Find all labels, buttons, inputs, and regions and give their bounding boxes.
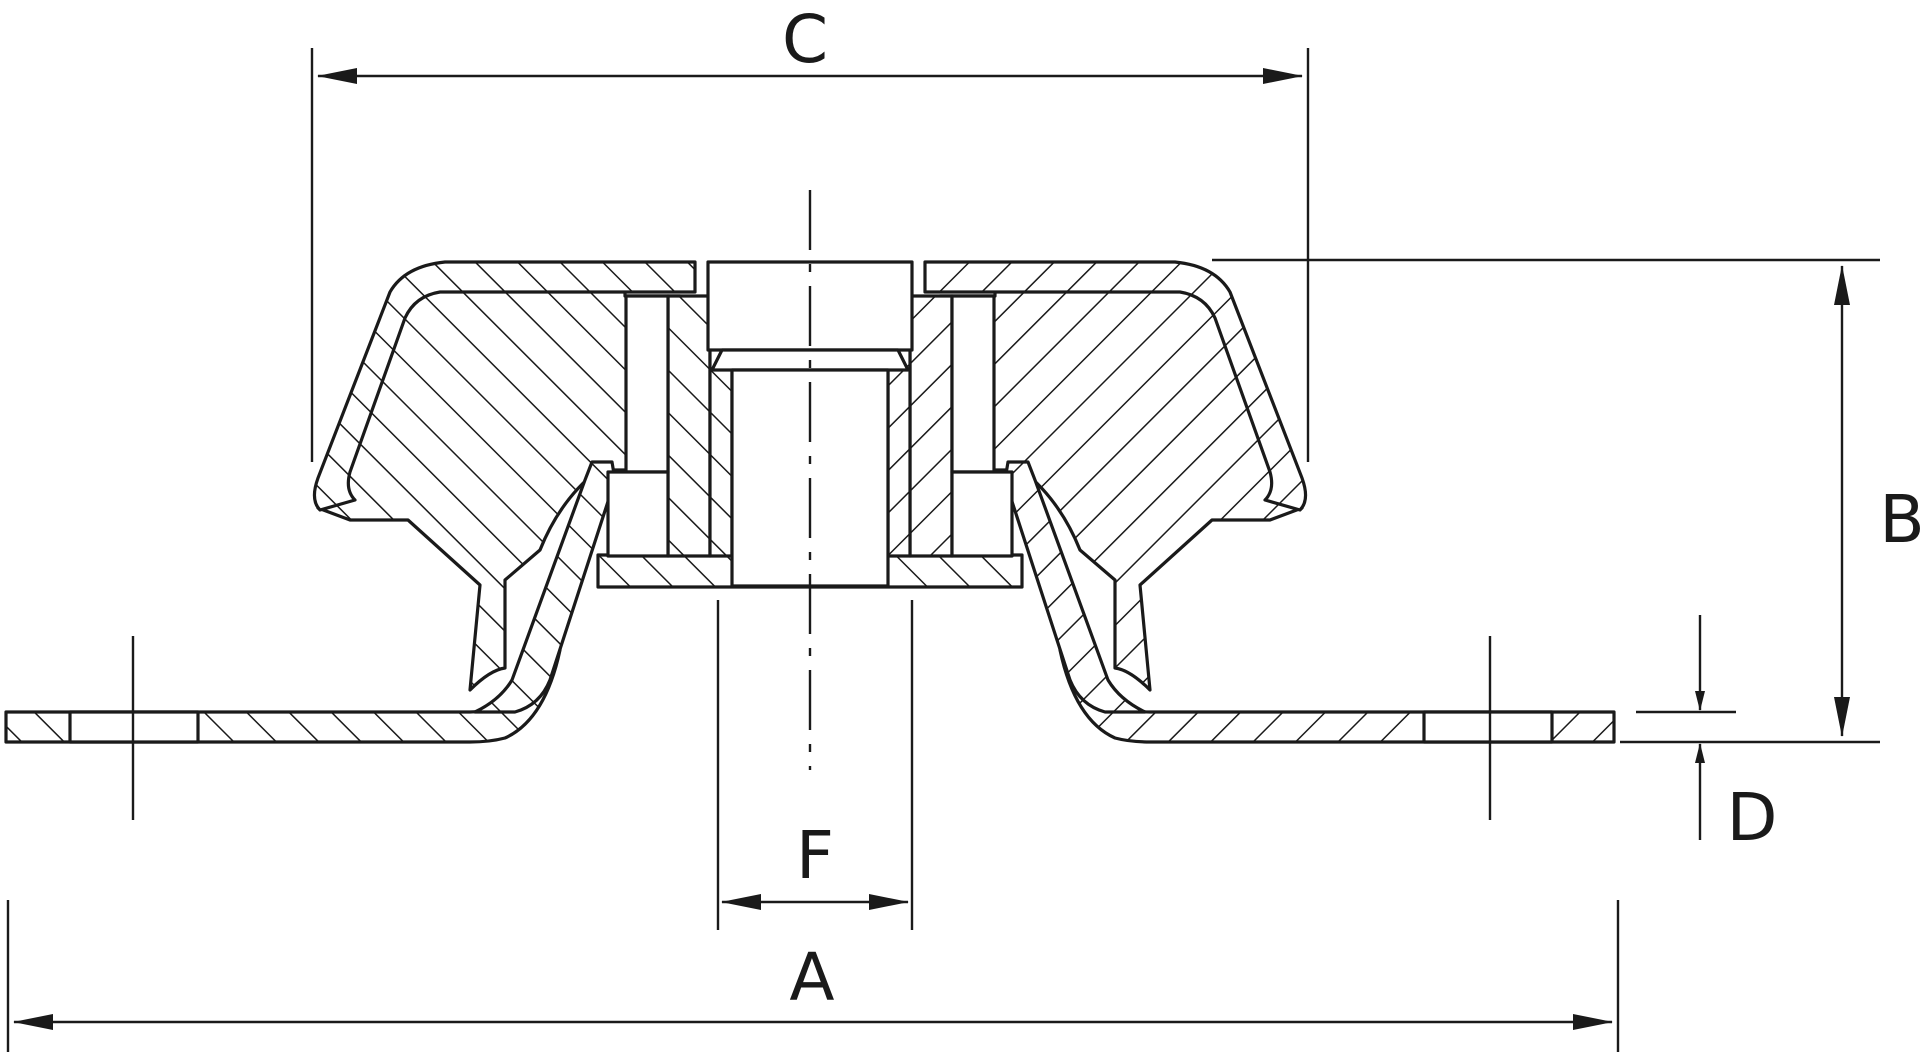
label-f: F	[796, 817, 834, 894]
dimension-a: A	[6, 636, 1620, 1052]
label-d: D	[1727, 779, 1778, 856]
outer-cap	[312, 260, 1308, 714]
dimension-f: F	[716, 600, 914, 930]
dimension-d: D	[1636, 615, 1777, 856]
label-c: C	[782, 1, 828, 78]
label-a: A	[789, 939, 834, 1016]
label-b: B	[1879, 481, 1920, 558]
dimension-b: B	[1212, 258, 1920, 744]
dimension-c: C	[310, 1, 1310, 462]
right-mounting-hole	[1422, 710, 1554, 744]
